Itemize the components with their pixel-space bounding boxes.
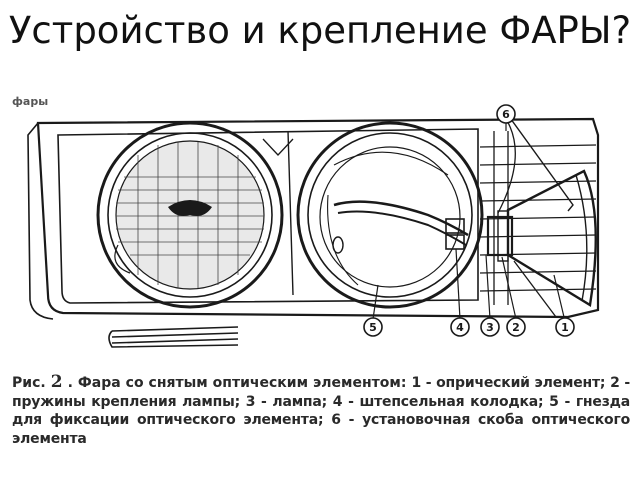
- callout-3: 3: [480, 317, 500, 337]
- housing-outline: [27, 117, 600, 320]
- caption-prefix: Рис.: [12, 375, 46, 391]
- svg-text:5: 5: [369, 321, 377, 334]
- caption-body: 1 - опрический элемент; 2 - пружины креп…: [12, 375, 630, 447]
- svg-text:4: 4: [456, 321, 464, 334]
- right-headlamp-housing: [296, 121, 484, 309]
- svg-text:2: 2: [512, 321, 520, 334]
- diagram-top-label: фары: [12, 95, 48, 108]
- optical-element: [486, 114, 597, 318]
- svg-text:1: 1: [561, 321, 569, 334]
- figure-caption: Рис. 2 . Фара со снятым оптическим элеме…: [12, 372, 630, 448]
- nameplate-lines: [108, 326, 239, 348]
- slide-title: Устройство и крепление ФАРЫ?: [8, 9, 632, 52]
- svg-text:3: 3: [486, 321, 494, 334]
- callout-6: 6: [496, 104, 516, 124]
- headlight-drawing: фары: [12, 95, 600, 348]
- callout-4: 4: [450, 317, 470, 337]
- headlight-diagram: фары: [8, 95, 632, 373]
- callout-2: 2: [506, 317, 526, 337]
- callout-5: 5: [363, 317, 383, 337]
- callout-1: 1: [555, 317, 575, 337]
- callouts: 1 2 3 4 5 6: [363, 104, 575, 337]
- callout-leaders: [372, 123, 565, 320]
- caption-title: Фара со снятым оптическим элементом:: [77, 375, 407, 391]
- caption-separator: .: [67, 375, 73, 391]
- caption-figure-number: 2: [50, 372, 63, 392]
- left-headlamp: [96, 121, 284, 309]
- svg-text:6: 6: [502, 108, 510, 121]
